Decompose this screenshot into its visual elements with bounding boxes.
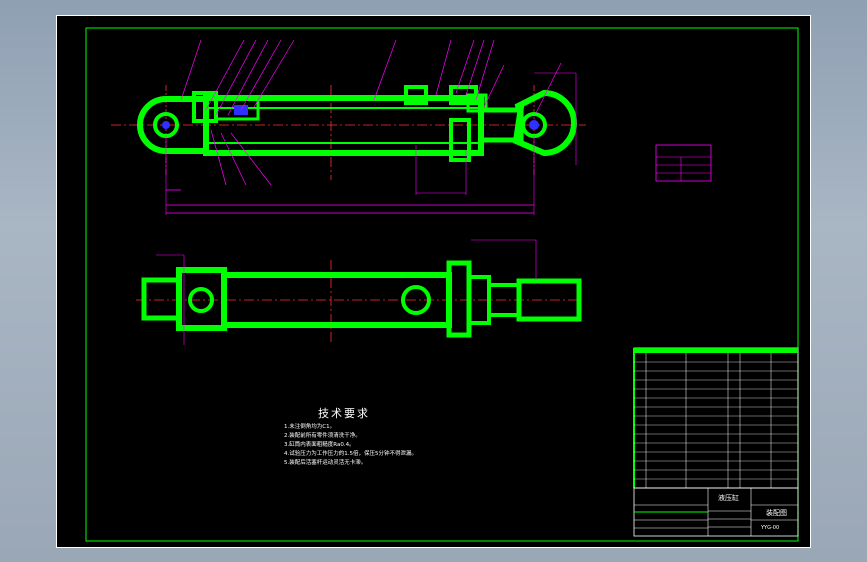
tech-req-line-2: 2.装配前所有零件须清洗干净。 [284, 431, 361, 439]
title-block: 液压缸 装配图 YYG-00 [633, 487, 799, 537]
external-view [136, 239, 582, 345]
title-school: 装配图 [766, 508, 787, 517]
section-view [111, 39, 586, 215]
spec-table [655, 144, 712, 182]
tech-req-title: 技术要求 [318, 407, 370, 420]
technical-requirements: 技术要求 1.未注倒角均为C1。 2.装配前所有零件须清洗干净。 3.缸筒内表面… [284, 407, 417, 466]
tech-req-line-3: 3.缸筒内表面粗糙度Ra0.4。 [284, 440, 355, 448]
drawing-sheet: 技术要求 1.未注倒角均为C1。 2.装配前所有零件须清洗干净。 3.缸筒内表面… [56, 15, 811, 548]
tech-req-line-1: 1.未注倒角均为C1。 [284, 422, 335, 430]
outer-frame [56, 15, 811, 548]
cad-canvas[interactable]: 技术要求 1.未注倒角均为C1。 2.装配前所有零件须清洗干净。 3.缸筒内表面… [56, 15, 811, 548]
tech-req-line-4: 4.试验压力为工作压力的1.5倍，保压5分钟不得泄漏。 [284, 449, 417, 457]
inner-frame [85, 27, 799, 542]
title-part-name: 液压缸 [718, 493, 739, 502]
title-drawing-no: YYG-00 [760, 525, 779, 531]
parts-list [633, 347, 799, 489]
tech-req-line-5: 5.装配后活塞杆运动灵活无卡滞。 [284, 458, 366, 466]
